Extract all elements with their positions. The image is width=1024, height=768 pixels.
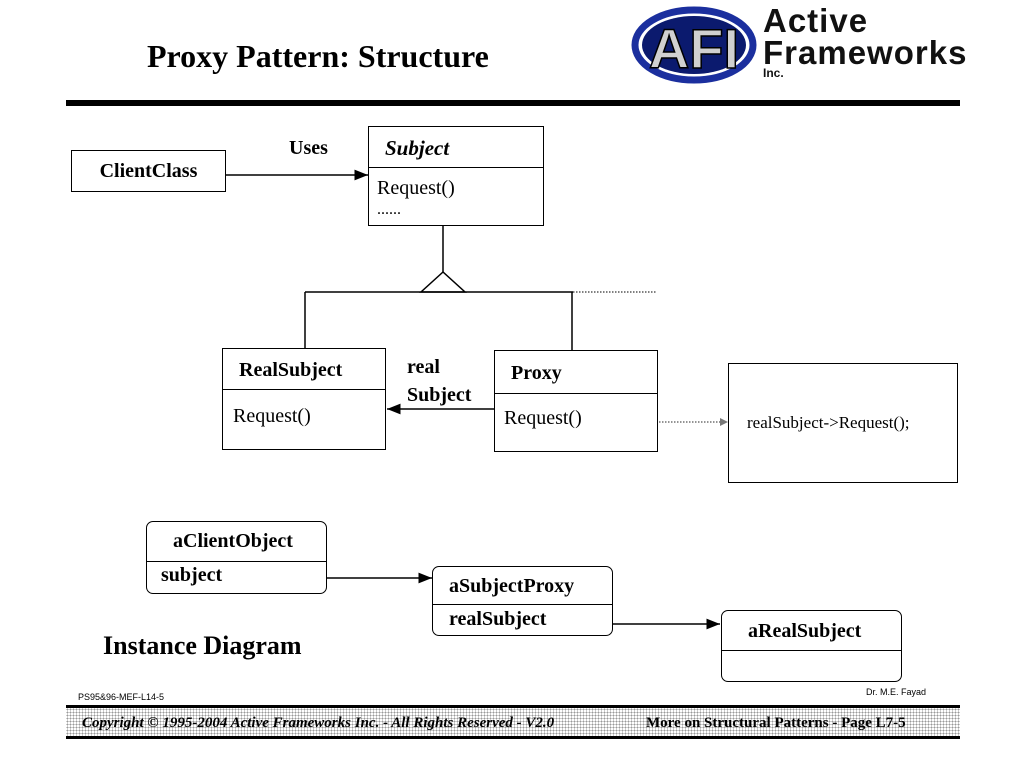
realsubject-op-request: Request() <box>233 405 311 427</box>
footer-copyright: Copyright © 1995-2004 Active Frameworks … <box>82 715 555 731</box>
company-logo: AFI Active Frameworks Inc. <box>630 2 995 84</box>
realsubject-class-box: RealSubject Request() <box>222 348 386 450</box>
subject-class-name: Subject <box>385 136 450 160</box>
logo-line2: Frameworks <box>763 34 968 71</box>
uses-label: Uses <box>289 137 328 159</box>
real-subject-object-name: aRealSubject <box>748 620 862 642</box>
footer-bar: Copyright © 1995-2004 Active Frameworks … <box>66 705 960 739</box>
subject-proxy-field: realSubject <box>449 608 547 630</box>
subject-proxy-divider <box>433 604 612 605</box>
client-object-divider <box>147 561 326 562</box>
realsubject-class-name: RealSubject <box>239 359 343 381</box>
assoc-label-real: real <box>407 356 440 378</box>
subject-proxy-box: aSubjectProxy realSubject <box>432 566 613 636</box>
inheritance-triangle <box>419 270 467 293</box>
title-rule <box>66 100 960 106</box>
note-link-arrowhead <box>720 418 728 426</box>
implementation-note-box: realSubject->Request(); <box>728 363 958 483</box>
proxy-op-request: Request() <box>504 407 582 429</box>
logo-line1: Active <box>763 2 869 39</box>
client-class-box: ClientClass <box>71 150 226 192</box>
implementation-note-text: realSubject->Request(); <box>747 413 910 432</box>
logo-monogram: AFI <box>649 17 739 80</box>
logo-inc: Inc. <box>763 66 784 80</box>
subject-op-request: Request() <box>377 177 455 199</box>
real-subject-object-divider <box>722 650 901 651</box>
proxy-class-name: Proxy <box>511 362 562 384</box>
realsubject-divider <box>223 389 385 390</box>
logo-emblem: AFI <box>631 6 757 84</box>
slide-id: PS95&96-MEF-L14-5 <box>78 692 165 702</box>
footer-section: More on Structural Patterns - Page L7-5 <box>646 715 906 731</box>
subject-proxy-name: aSubjectProxy <box>449 575 575 597</box>
page-title: Proxy Pattern: Structure <box>147 38 489 74</box>
client-class-name: ClientClass <box>99 160 198 182</box>
author-credit: Dr. M.E. Fayad <box>866 687 927 697</box>
client-object-box: aClientObject subject <box>146 521 327 594</box>
subject-class-box: Subject Request() ...... <box>368 126 544 226</box>
proxy-class-box: Proxy Request() <box>494 350 658 452</box>
subject-op-ellipsis: ...... <box>377 201 401 218</box>
real-subject-object-box: aRealSubject <box>721 610 902 682</box>
client-object-field: subject <box>161 564 223 586</box>
assoc-label-subject: Subject <box>407 384 472 406</box>
subject-divider <box>369 167 543 168</box>
instance-diagram-label: Instance Diagram <box>103 631 302 660</box>
client-object-name: aClientObject <box>173 530 293 552</box>
proxy-divider <box>495 393 657 394</box>
